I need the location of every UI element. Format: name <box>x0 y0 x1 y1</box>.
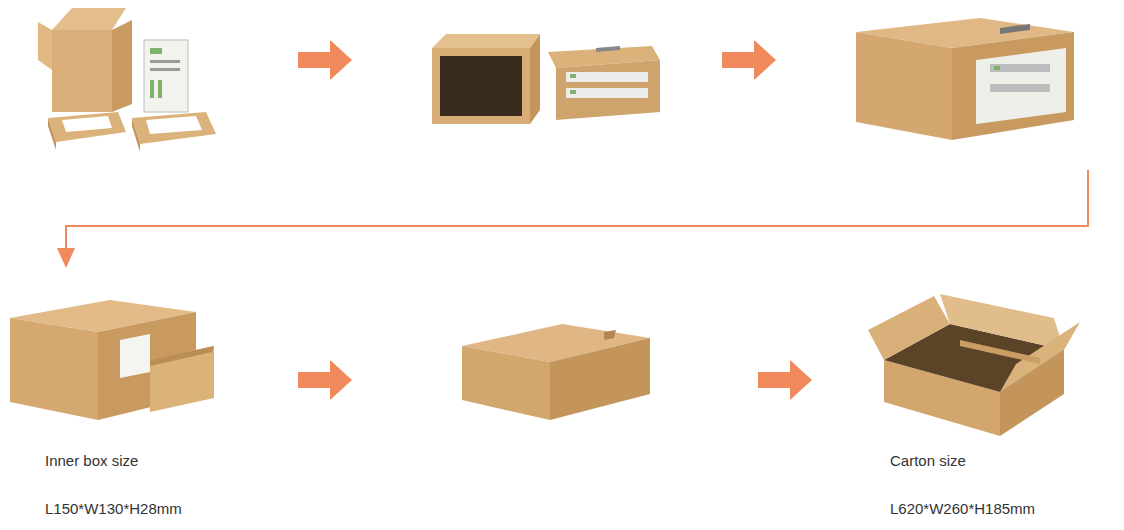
step3-photo-part <box>1000 24 1030 34</box>
step3-photo-part <box>994 66 1000 70</box>
step3-photo-part <box>856 32 952 140</box>
step2-photo-part <box>432 48 530 124</box>
step4-photo-part <box>10 318 98 420</box>
return-connector-head-part <box>57 248 75 268</box>
step2-photo-part <box>566 72 648 82</box>
step2-photo-part <box>570 90 576 94</box>
step2-photo-part <box>530 34 540 124</box>
step2-photo-part <box>566 88 648 98</box>
step6-photo-part <box>940 294 1064 350</box>
step4-photo-part <box>150 346 214 366</box>
step1-photo-part <box>38 22 52 70</box>
step3-photo-part <box>976 48 1066 124</box>
step1-photo-part <box>132 112 216 144</box>
step4-photo-part <box>150 346 214 412</box>
step2-photo-part <box>440 56 522 116</box>
dimension-label: L620*W260*H185mm <box>890 500 1035 518</box>
step1-photo-part <box>150 68 180 71</box>
return-connector-line-part <box>66 170 1088 252</box>
step1-photo <box>38 8 216 152</box>
step2-photo-part <box>596 46 620 52</box>
step6-photo-part <box>960 340 1040 364</box>
flow-arrow-part <box>758 360 812 400</box>
step1-photo-part <box>48 112 126 142</box>
step1-photo-part <box>150 48 162 54</box>
step5-photo-part <box>550 338 650 420</box>
step3-photo-part <box>990 64 1050 72</box>
step1-photo-part <box>112 20 132 112</box>
flow-arrow-part <box>298 40 352 80</box>
return-connector-line <box>66 170 1088 252</box>
step1-photo-part <box>144 40 188 112</box>
caption-heading: Carton size <box>890 452 966 470</box>
step1-photo-part <box>150 60 180 63</box>
step1-photo-part <box>132 118 140 152</box>
step2-photo-part <box>432 34 540 48</box>
step4-photo <box>10 300 214 420</box>
step6-photo-part <box>868 296 950 360</box>
caption-heading: Inner box size <box>45 452 138 470</box>
step2-photo <box>432 34 660 124</box>
step1-photo-part <box>48 118 56 150</box>
step6-photo <box>868 294 1080 436</box>
return-connector-head <box>57 248 75 268</box>
step1-photo-part <box>158 80 162 98</box>
step1-photo-part <box>146 116 202 134</box>
step2-photo-part <box>556 60 660 120</box>
step5-photo-part <box>604 330 616 340</box>
step5-photo-part <box>462 346 550 420</box>
step3-photo-part <box>952 32 1074 140</box>
step5-photo <box>462 324 650 420</box>
step1-photo-part <box>62 116 112 132</box>
step4-photo-part <box>120 334 150 378</box>
flow-arrow-part <box>722 40 776 80</box>
flow-arrow <box>298 40 812 400</box>
step3-photo <box>856 18 1074 140</box>
step1-photo-part <box>52 30 112 112</box>
flow-arrow-part <box>298 360 352 400</box>
step2-photo-part <box>570 74 576 78</box>
dimension-label: L150*W130*H28mm <box>45 500 182 518</box>
step1-photo-part <box>52 8 126 30</box>
step3-photo-part <box>990 84 1050 92</box>
step1-photo-part <box>150 80 154 98</box>
